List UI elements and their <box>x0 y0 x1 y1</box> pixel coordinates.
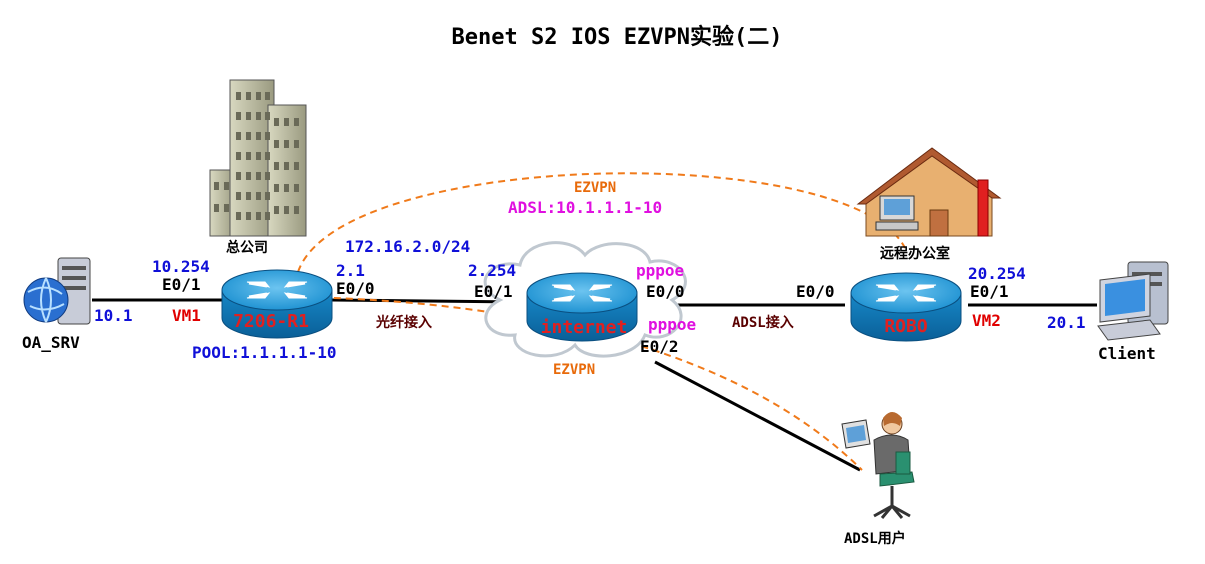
internet-e01: E0/1 <box>474 282 513 301</box>
r1-internet-network: 172.16.2.0/24 <box>345 237 470 256</box>
robo-vm: VM2 <box>972 311 1001 330</box>
r1-name: 7206-R1 <box>233 311 309 332</box>
server-globe-icon[interactable] <box>23 257 91 325</box>
hq-building-icon <box>209 79 307 237</box>
r1-e00-ip: 2.1 <box>336 261 365 280</box>
adsl-user-name: ADSL用户 <box>844 530 906 547</box>
robo-e01-ip: 20.254 <box>968 264 1026 283</box>
ezvpn-top-label: EZVPN <box>574 180 616 196</box>
internet-pppoe-bottom: pppoe <box>648 315 696 334</box>
r1-e00: E0/0 <box>336 279 375 298</box>
oa-srv-ip: 10.1 <box>94 306 133 325</box>
fiber-access-label: 光纤接入 <box>375 314 432 331</box>
client-pc-icon[interactable] <box>1097 261 1169 341</box>
hq-site-label: 总公司 <box>226 239 268 256</box>
ezvpn-tunnel-robo <box>297 172 906 273</box>
r1-e01: E0/1 <box>162 275 201 294</box>
robo-e01: E0/1 <box>970 282 1009 301</box>
r1-e01-ip: 10.254 <box>152 257 210 276</box>
remote-office-house-icon <box>856 147 1002 237</box>
remote-site-label: 远程办公室 <box>880 245 950 262</box>
adsl-access-label: ADSL接入 <box>732 314 794 331</box>
internet-e00: E0/0 <box>646 282 685 301</box>
robo-e00: E0/0 <box>796 282 835 301</box>
internet-name: internet <box>541 317 628 338</box>
ezvpn-bottom-label: EZVPN <box>553 362 595 378</box>
r1-vm: VM1 <box>172 306 201 325</box>
adsl-pool-label: ADSL:10.1.1.1-10 <box>508 198 662 217</box>
oa-srv-name: OA_SRV <box>22 333 80 352</box>
ezvpn-tunnel-adsl <box>297 296 863 471</box>
diagram-title: Benet S2 IOS EZVPN实验(二) <box>452 24 783 50</box>
r1-pool: POOL:1.1.1.1-10 <box>192 343 337 362</box>
internet-pppoe-top: pppoe <box>636 261 684 280</box>
robo-name: ROBO <box>884 316 928 337</box>
internet-e02: E0/2 <box>640 337 679 356</box>
adsl-user-icon[interactable] <box>841 412 915 519</box>
client-ip: 20.1 <box>1047 313 1086 332</box>
client-name: Client <box>1098 344 1156 363</box>
link-internet-adsl <box>654 360 861 472</box>
internet-e01-ip: 2.254 <box>468 261 516 280</box>
